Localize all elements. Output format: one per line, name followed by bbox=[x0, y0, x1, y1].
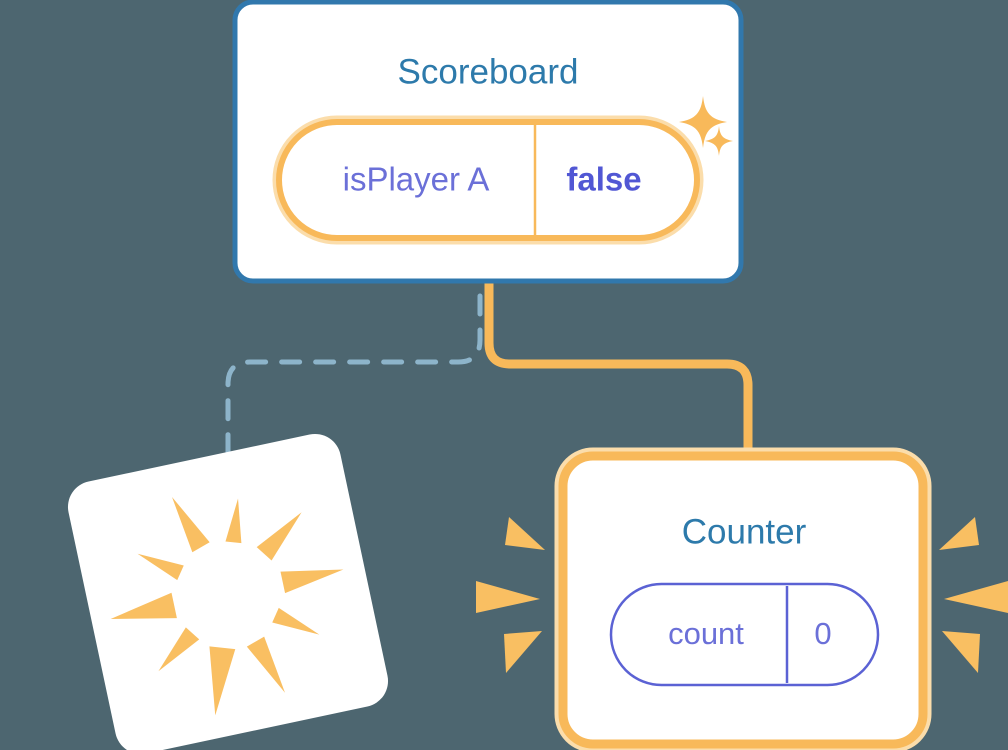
scoreboard-pill-value: false bbox=[566, 161, 641, 198]
counter-ray-right-bottom bbox=[942, 631, 980, 673]
connector-solid-scoreboard-to-counter bbox=[484, 278, 753, 467]
counter-ray-left-bottom bbox=[504, 631, 542, 673]
counter-ray-left-middle bbox=[476, 581, 540, 613]
scoreboard-card[interactable]: Scoreboard isPlayer A false bbox=[232, 0, 744, 284]
scoreboard-title: Scoreboard bbox=[398, 52, 579, 91]
counter-pill-border bbox=[609, 582, 880, 687]
counter-pill-key: count bbox=[668, 616, 744, 651]
counter-title: Counter bbox=[682, 512, 807, 551]
counter-card[interactable]: Counter count 0 bbox=[554, 447, 932, 750]
connector-dashed-scoreboard-to-burst bbox=[225, 293, 483, 475]
connector-layer bbox=[225, 278, 753, 475]
counter-ray-decorations bbox=[476, 517, 1008, 673]
burst-rays bbox=[110, 497, 344, 716]
counter-pill-value: 0 bbox=[814, 616, 831, 651]
scoreboard-state-pill[interactable]: isPlayer A false bbox=[272, 115, 704, 245]
burst-card[interactable] bbox=[63, 429, 393, 750]
sparkle-large-icon bbox=[679, 96, 727, 148]
sparkle-small-icon bbox=[705, 126, 733, 156]
burst-card-surface bbox=[67, 433, 389, 750]
counter-ray-right-middle bbox=[944, 581, 1008, 613]
counter-ray-right-top bbox=[939, 517, 979, 550]
counter-state-pill[interactable]: count 0 bbox=[609, 582, 880, 687]
sparkle-decorations bbox=[679, 96, 733, 156]
scoreboard-pill-key: isPlayer A bbox=[343, 161, 490, 198]
scoreboard-pill-border bbox=[276, 119, 700, 241]
counter-ray-left-top bbox=[505, 517, 545, 550]
